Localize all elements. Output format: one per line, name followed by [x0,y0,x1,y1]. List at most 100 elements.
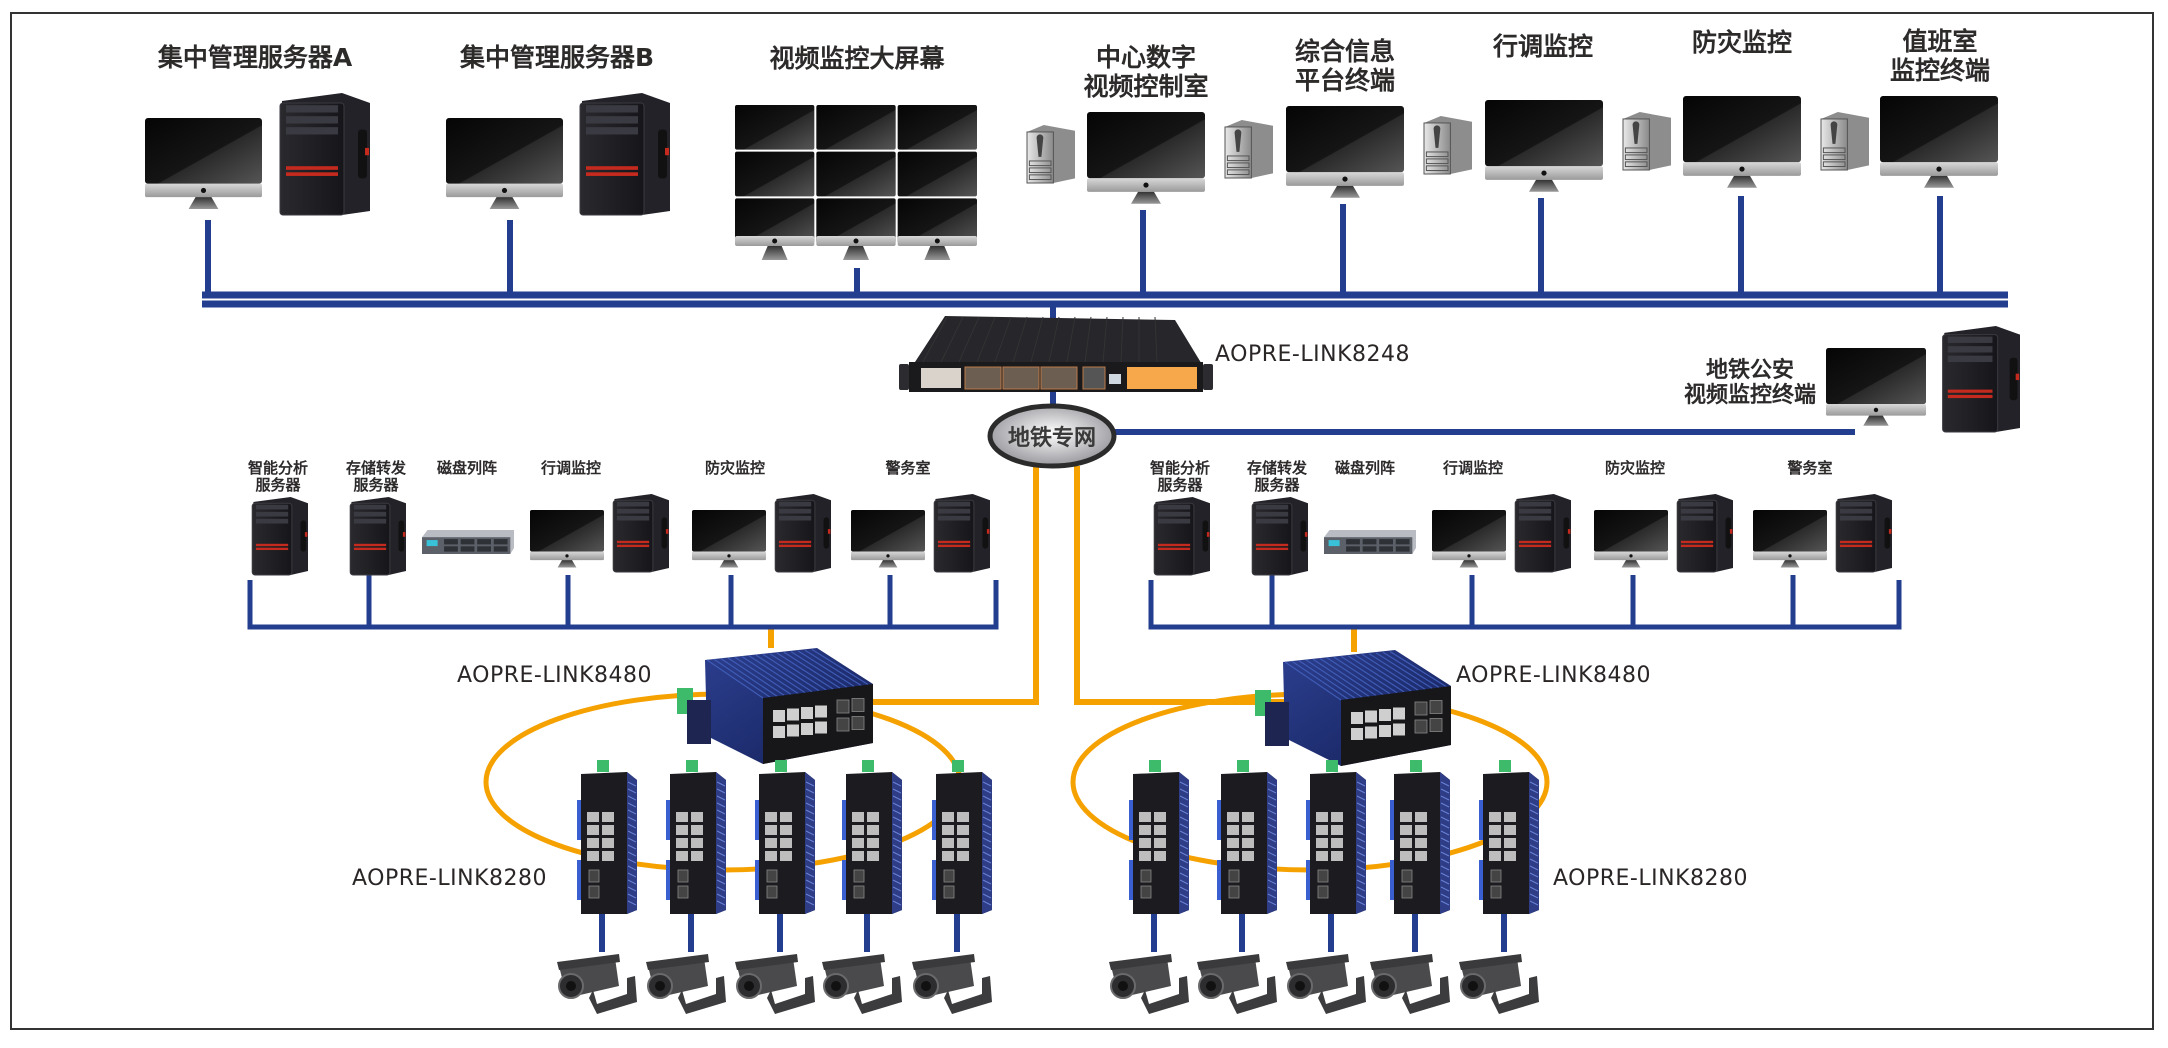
workstation-handle [1433,125,1441,148]
right-access-switch-4 [1390,760,1450,914]
rack-ear [1203,364,1213,390]
heatsink-fin [716,886,726,892]
heatsink-fin [1179,879,1189,885]
rj45-port [765,838,777,848]
rj45-port [691,812,703,822]
rj45-port [852,812,864,822]
workstation-handle [1632,121,1640,144]
heatsink-fin [1179,893,1189,899]
heatsink-line [1048,316,1060,363]
heatsink-fin [748,655,806,694]
rj45-port [957,812,969,822]
heatsink-fin [1529,837,1539,843]
camera-bracket [1491,976,1539,1014]
rj45-port [942,812,954,822]
video-wall-screen [816,198,896,243]
side-rail [842,800,846,840]
workstation-bay [1624,161,1648,168]
terminal-block [1410,760,1422,772]
metro-private-network: 地铁专网 [987,403,1117,469]
heatsink-fin [627,781,637,787]
tower-side-light [1304,532,1308,537]
apple-logo-icon [934,238,940,244]
heatsink-line [1102,316,1108,363]
apple-logo-icon [886,554,890,558]
sfp-port [1228,869,1240,883]
sfp-port [1140,869,1152,883]
access-switch-side [1529,772,1539,914]
heatsink-fin [892,830,902,836]
left-disaster-tower [774,494,831,573]
apple-logo-icon [1467,554,1471,558]
drive-bay [1157,518,1191,524]
heatsink-line [994,316,1012,363]
rj45-port [1154,812,1166,822]
tower-red-stripe [1839,544,1873,548]
terminal-block [1326,760,1338,772]
rj45-port [587,851,599,861]
left-label-disaster-monitor: 防灾监控 [704,459,766,477]
switch-top [915,316,1203,366]
side-rail [1306,800,1310,840]
rj45-port [765,812,777,822]
heatsink-fin [892,893,902,899]
heatsink-fin [1356,851,1366,857]
drive-bay [1947,346,1993,353]
right-analysis-server [1153,497,1210,576]
camera-sunshield [1459,954,1522,970]
rj45-port [1379,709,1391,721]
terminal-block [775,760,787,772]
rj45-port [1331,825,1343,835]
workstation-handle [1830,121,1838,144]
rj45-port [942,838,954,848]
side-rail [1306,860,1310,900]
drive-bay [1255,511,1289,517]
rj45-port [801,723,813,735]
heatsink-fin [716,788,726,794]
heatsink-fin [1179,858,1189,864]
sfp-port [853,885,865,899]
heatsink-fin [1356,886,1366,892]
right-access-switch-3 [1306,760,1366,914]
heatsink-fin [892,788,902,794]
drive-bay [1839,508,1873,514]
workstation-bay [1822,161,1846,168]
rack-ear [899,364,909,390]
camera-bracket [1141,976,1189,1014]
rj45-block [921,368,961,388]
monitor-stand [1131,191,1161,204]
heatsink-fin [982,809,992,815]
workstation-bay [1028,167,1052,174]
rj45-port [676,825,688,835]
rj45-port [867,812,879,822]
tower-side-panel [1725,517,1732,549]
heatsink-fin [811,648,869,686]
tower-red-stripe [255,547,289,551]
tower-side-light [402,532,406,537]
tower-side-panel [1563,517,1570,549]
camera-sunshield [735,954,798,970]
heatsink-fin [982,900,992,906]
side-rail [1479,860,1483,900]
core-switch-aopre-link8248 [899,316,1213,392]
rj45-port [1242,838,1254,848]
camera-lens-center [1295,981,1305,991]
disk-slot [477,539,491,545]
heatsink-fin [1440,830,1450,836]
camera-sunshield [646,954,709,970]
rj45-port [1400,851,1412,861]
disaster-monitor-monitor [1683,96,1801,188]
tower-side-panel [982,517,989,549]
workstation-bay [1425,165,1449,172]
rj45-port [1154,825,1166,835]
drive-bay [1839,515,1873,521]
side-rail [1390,860,1394,900]
drive-bay [255,511,289,517]
drive-bay [1680,508,1714,514]
sfp-port [1490,869,1502,883]
heatsink-line [958,316,980,363]
tower-red-stripe [778,540,812,544]
apple-logo-icon [772,238,778,244]
left-camera-5 [912,954,992,1014]
heatsink-fin [892,879,902,885]
